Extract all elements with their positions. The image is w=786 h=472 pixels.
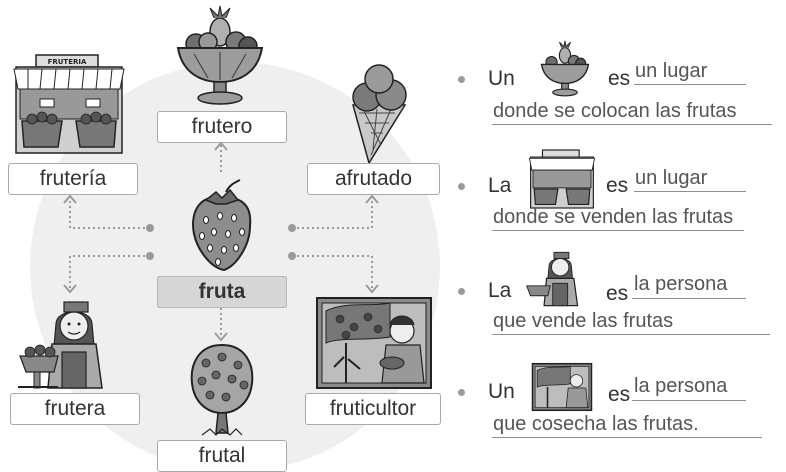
sentence-2-article: La	[488, 174, 512, 197]
bullet	[458, 183, 465, 190]
word-frutera: frutera	[10, 393, 140, 425]
fruit-grower-icon	[316, 297, 432, 389]
fruit-grower-icon	[531, 362, 593, 412]
sentence-3-answer-line1: la persona	[634, 273, 728, 295]
fruit-seller-woman-icon	[526, 251, 579, 307]
sentence-2-answer-line2: donde se venden las frutas	[493, 206, 734, 228]
word-frutal: frutal	[157, 440, 287, 472]
sentence-1-answer-line2: donde se colocan las frutas	[493, 100, 737, 122]
answer-line	[492, 124, 772, 125]
answer-line	[632, 400, 746, 401]
bullet	[458, 389, 465, 396]
answer-line	[492, 230, 744, 231]
word-fruticultor: fruticultor	[305, 393, 441, 425]
fruit-seller-woman-icon	[18, 301, 103, 389]
bullet	[458, 288, 465, 295]
fruit-bowl-icon	[540, 40, 590, 97]
sentence-3-article: La	[488, 279, 512, 302]
sentence-4-article: Un	[488, 380, 515, 403]
fruit-shop-icon: FRUTERIA	[13, 54, 125, 154]
sentence-2-verb: es	[606, 174, 629, 197]
sentence-1-article: Un	[488, 67, 515, 90]
sentence-4-answer-line1: la persona	[634, 375, 728, 397]
answer-line	[634, 84, 746, 85]
fruit-bowl-icon	[176, 5, 264, 105]
answer-line	[492, 334, 770, 335]
sentence-3-answer-line2: que vende las frutas	[493, 310, 674, 332]
word-frutero: frutero	[157, 111, 287, 143]
sentence-4-verb: es	[608, 383, 631, 406]
sentence-2-answer-line1: un lugar	[635, 167, 708, 189]
center-word-fruta: fruta	[157, 276, 287, 308]
word-fruteria: frutería	[8, 163, 138, 195]
answer-line	[632, 298, 746, 299]
ice-cream-cone-icon	[352, 64, 407, 165]
answer-line	[634, 191, 746, 192]
sentence-1-answer-line1: un lugar	[635, 60, 708, 82]
sentence-4-answer-line2: que cosecha las frutas.	[493, 413, 699, 435]
bullet	[458, 76, 465, 83]
sentence-1-verb: es	[608, 67, 631, 90]
fruit-tree-icon	[190, 343, 254, 436]
sentence-3-verb: es	[606, 282, 629, 305]
fruit-shop-icon	[528, 149, 596, 209]
strawberry-icon	[192, 179, 252, 272]
word-afrutado: afrutado	[307, 163, 440, 195]
svg-text:FRUTERIA: FRUTERIA	[48, 58, 87, 66]
answer-line	[492, 437, 762, 438]
